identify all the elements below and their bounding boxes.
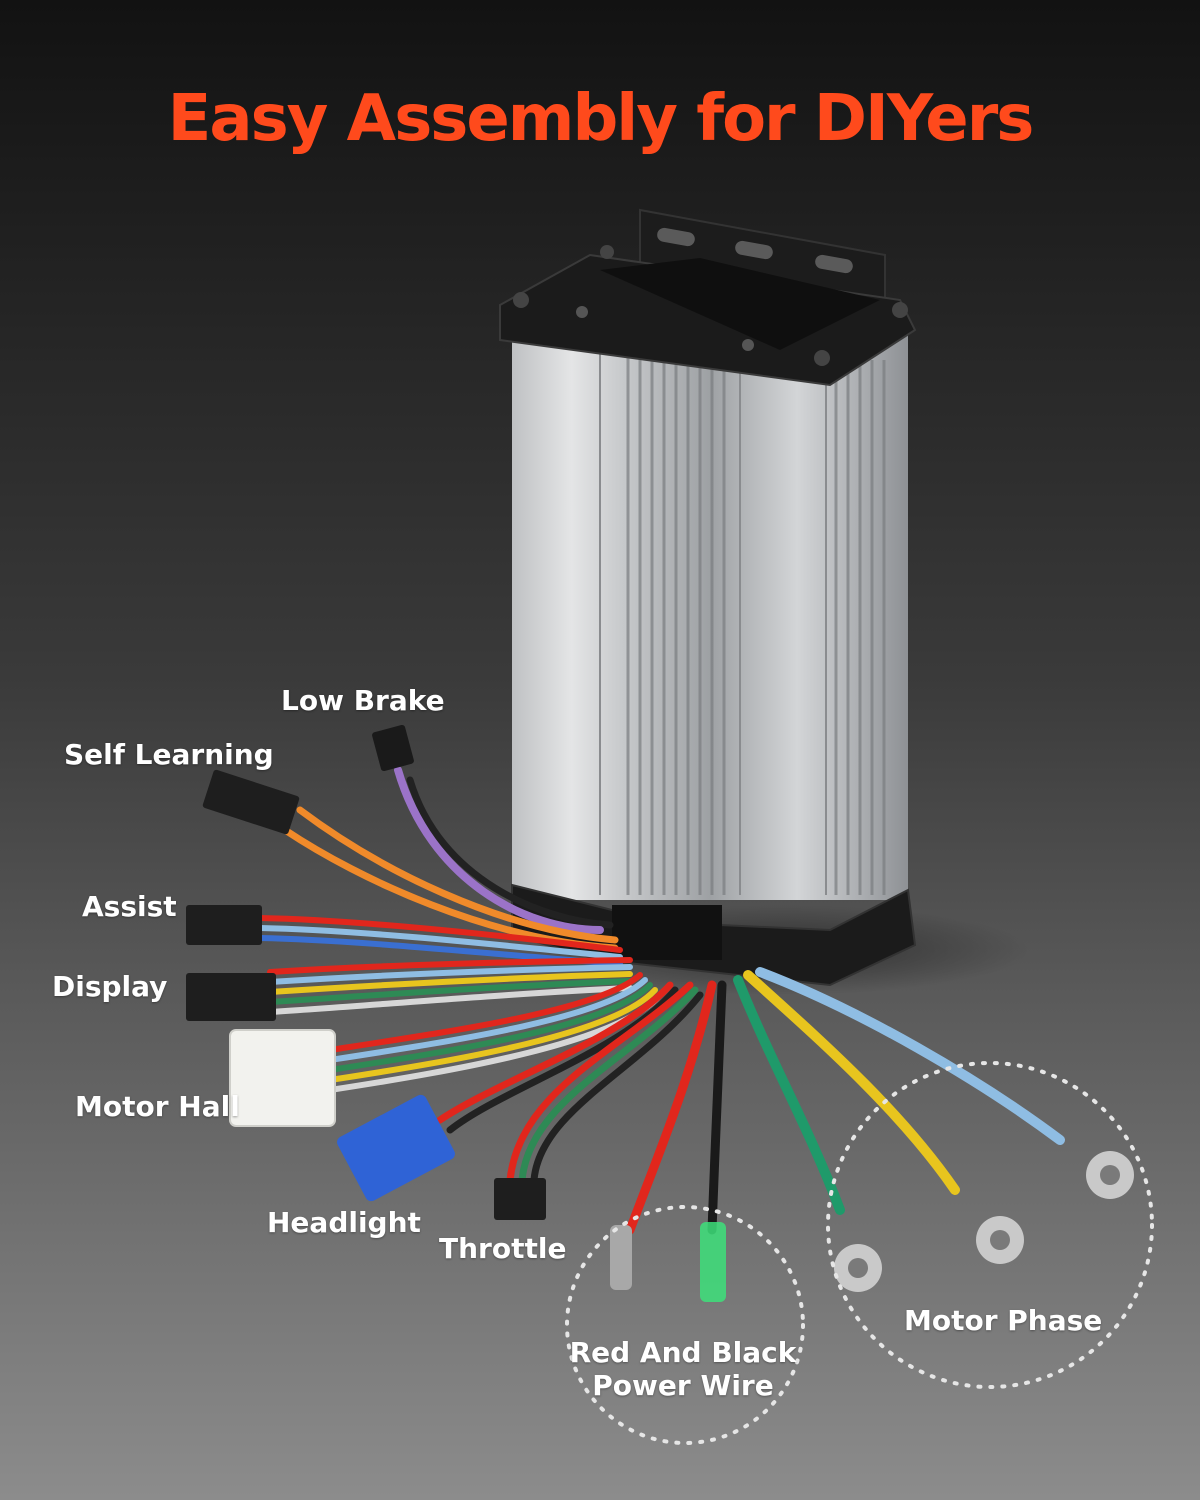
controller-body (512, 330, 908, 900)
label-throttle: Throttle (439, 1232, 567, 1265)
red-power-terminal (610, 1225, 632, 1290)
label-display: Display (52, 970, 168, 1003)
label-headlight: Headlight (267, 1206, 421, 1239)
low-brake-connector (372, 724, 414, 772)
motor-phase-ring-terminals (834, 1151, 1134, 1292)
label-self-learning: Self Learning (64, 738, 274, 771)
label-low-brake: Low Brake (281, 684, 445, 717)
headline: Easy Assembly for DIYers (167, 82, 1035, 156)
label-motor-phase: Motor Phase (904, 1304, 1103, 1337)
top-end-cap (499, 245, 917, 387)
throttle-connector (494, 1178, 546, 1220)
label-motor-hall: Motor Hall (75, 1090, 240, 1123)
display-connector (186, 973, 276, 1021)
assist-connector (186, 905, 262, 945)
wire-harness (257, 766, 1065, 1235)
black-power-terminal (700, 1222, 726, 1302)
label-power-wire-line1: Red And Black (569, 1336, 797, 1369)
motor-phase-highlight-circle (826, 1061, 1154, 1389)
label-assist: Assist (82, 890, 177, 923)
motor-hall-connector (229, 1029, 336, 1127)
label-power-wire: Red And Black Power Wire (567, 1336, 799, 1402)
label-power-wire-line2: Power Wire (592, 1369, 774, 1402)
power-wire-highlight-circle (565, 1205, 805, 1445)
headlight-connector (337, 1094, 455, 1202)
self-learning-connector (202, 769, 300, 835)
